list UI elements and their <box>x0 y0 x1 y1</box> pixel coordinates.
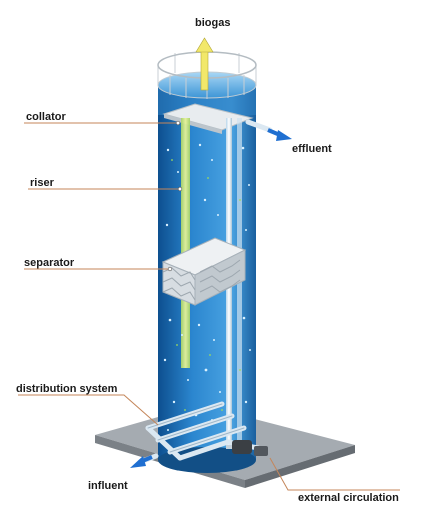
label-separator: separator <box>24 257 75 269</box>
distribution-system <box>145 401 261 461</box>
effluent-arrow-icon <box>267 128 292 141</box>
label-collator: collator <box>26 111 66 123</box>
label-riser: riser <box>30 177 55 189</box>
label-external-circulation: external circulation <box>298 492 399 504</box>
label-distribution-system: distribution system <box>16 383 118 395</box>
riser <box>181 118 190 368</box>
leader-dots <box>167 120 183 272</box>
label-effluent: effluent <box>292 143 332 155</box>
influent-arrow-icon <box>130 455 153 468</box>
sludge-particles <box>171 159 241 411</box>
leader-lines <box>18 122 400 491</box>
label-influent: influent <box>88 480 128 492</box>
effluent-pipe <box>245 119 273 133</box>
biogas-arrow-icon <box>195 37 214 91</box>
label-biogas: biogas <box>195 17 230 29</box>
separator <box>161 237 247 306</box>
circulation-pump <box>226 440 268 456</box>
